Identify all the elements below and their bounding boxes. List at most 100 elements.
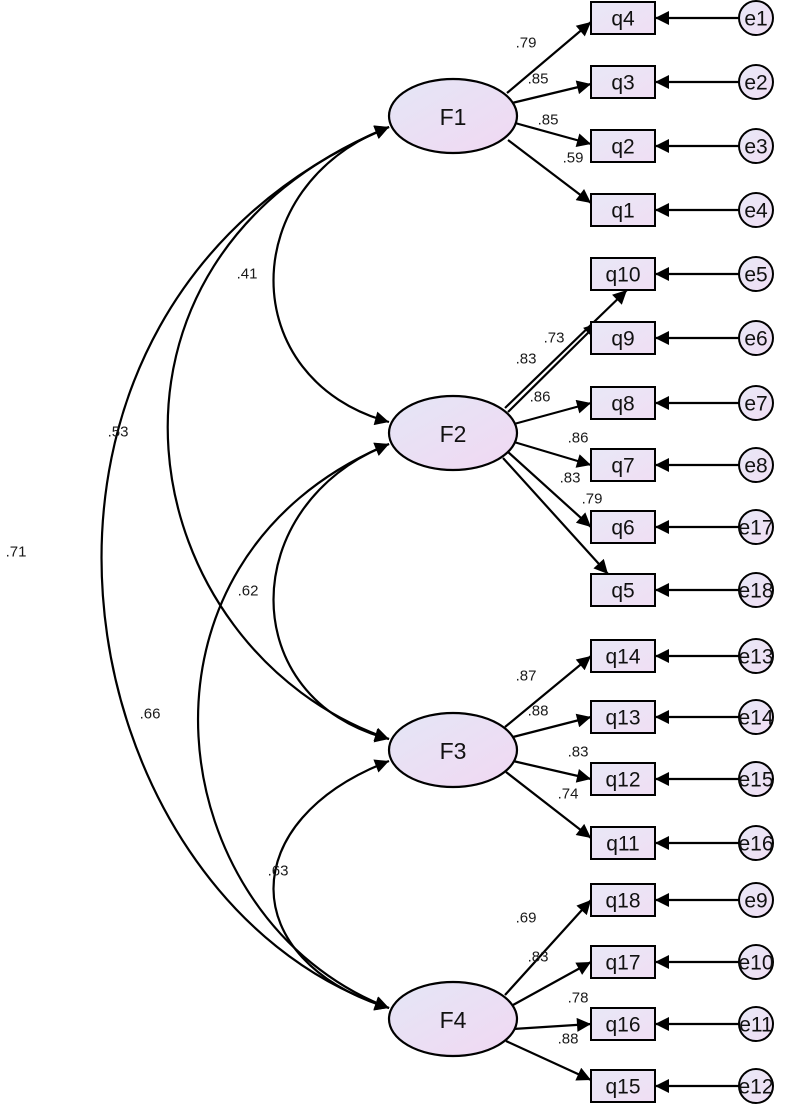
correlation-f1-f3 [166,125,390,742]
loading-line-q4 [506,21,592,94]
error-label-e5: e5 [744,264,767,287]
loading-line-q6 [507,451,592,528]
error-label-e14: e14 [738,707,773,730]
loading-label-q6: .83 [560,470,581,487]
loading-label-q1: .59 [563,150,584,167]
error-circle-e11 [738,1006,774,1042]
indicator-label-q14: q14 [605,646,640,669]
loading-label-q10: .73 [544,330,565,347]
error-label-e6: e6 [744,328,767,351]
loading-label-q15: .88 [558,1031,579,1048]
loading-label-q8: .86 [530,389,551,406]
correlation-f2-f4 [196,442,390,1010]
indicator-label-q1: q1 [611,200,634,223]
error-circle-e1 [738,0,774,36]
indicator-box-q13 [590,700,656,734]
correlation-label-f2-f3: .62 [238,583,259,600]
indicator-box-q3 [590,65,656,99]
factor-label-f3: F3 [440,738,467,764]
factor-label-f4: F4 [440,1007,467,1033]
indicator-box-q16 [590,1007,656,1041]
indicator-box-q7 [590,448,656,482]
indicator-box-q2 [590,129,656,163]
indicator-box-q17 [590,945,656,979]
loading-line-q7 [513,440,592,468]
error-circle-e2 [738,64,774,100]
loading-line-q15 [505,1040,592,1081]
error-circle-e14 [738,699,774,735]
loading-label-q7: .86 [568,430,589,447]
loading-label-q12: .83 [568,744,589,761]
correlation-label-f2-f4: .66 [140,706,161,723]
indicator-box-q18 [590,883,656,917]
loading-line-q1 [507,139,592,204]
indicator-label-q4: q4 [611,8,635,31]
loading-label-q2: .85 [538,112,559,129]
loading-line-q17 [512,961,592,1006]
loading-line-q5 [502,457,609,575]
loading-label-q13: .88 [528,703,549,720]
indicator-label-q3: q3 [611,72,634,95]
error-circle-e15 [738,761,774,797]
error-label-e3: e3 [744,136,767,159]
error-label-e7: e7 [744,393,767,416]
indicator-box-q15 [590,1069,656,1103]
error-circle-e12 [738,1068,774,1104]
indicator-label-q7: q7 [611,455,634,478]
error-label-e13: e13 [738,646,773,669]
loading-label-q3: .85 [528,71,549,88]
factor-ellipse-f2 [387,394,519,472]
error-circle-e16 [738,825,774,861]
error-circle-e10 [738,944,774,980]
indicator-box-q9 [590,321,656,355]
error-circle-e4 [738,192,774,228]
factor-label-f1: F1 [440,104,467,130]
indicator-box-q5 [590,573,656,607]
loading-label-q18: .69 [516,910,537,927]
correlation-label-f3-f4: .63 [268,863,289,880]
loading-line-q12 [512,759,592,783]
indicator-label-q9: q9 [611,328,634,351]
loading-line-q8 [513,399,592,426]
loading-line-q3 [511,80,592,105]
indicator-label-q18: q18 [605,890,640,913]
factor-ellipse-f3 [387,711,519,789]
error-circle-e13 [738,638,774,674]
loading-label-q5: .79 [582,491,603,508]
indicator-box-q10 [590,257,656,291]
error-circle-e18 [738,572,774,608]
indicator-label-q11: q11 [606,833,639,856]
loading-line-q2 [514,121,592,148]
error-circle-e7 [738,385,774,421]
error-circle-e8 [738,447,774,483]
loading-label-q4: .79 [516,35,537,52]
loading-line-q11 [505,771,592,839]
error-label-e1: e1 [744,8,767,31]
error-label-e15: e15 [738,769,773,792]
indicator-box-q12 [590,762,656,796]
error-circle-e6 [738,320,774,356]
indicator-box-q8 [590,386,656,420]
indicator-label-q2: q2 [611,136,634,159]
error-label-e8: e8 [744,455,767,478]
loading-line-q13 [512,713,592,739]
error-label-e16: e16 [738,833,773,856]
indicator-box-q6 [590,510,656,544]
correlation-f1-f2 [272,125,390,426]
indicator-box-q14 [590,639,656,673]
loading-line-q18 [504,899,592,996]
loading-label-q16: .78 [568,990,589,1007]
indicator-label-q10: q10 [605,264,640,287]
error-label-e17: e17 [738,517,773,540]
correlation-label-f1-f4: .71 [6,544,27,561]
loading-label-q11: .74 [558,786,579,803]
error-circle-e5 [738,256,774,292]
loading-label-q9: .83 [516,351,537,368]
factor-label-f2: F2 [440,421,467,447]
indicator-label-q17: q17 [605,952,640,975]
indicator-label-q6: q6 [611,517,634,540]
error-label-e18: e18 [738,580,773,603]
indicator-label-q16: q16 [605,1014,640,1037]
loading-line-q9 [507,322,599,413]
